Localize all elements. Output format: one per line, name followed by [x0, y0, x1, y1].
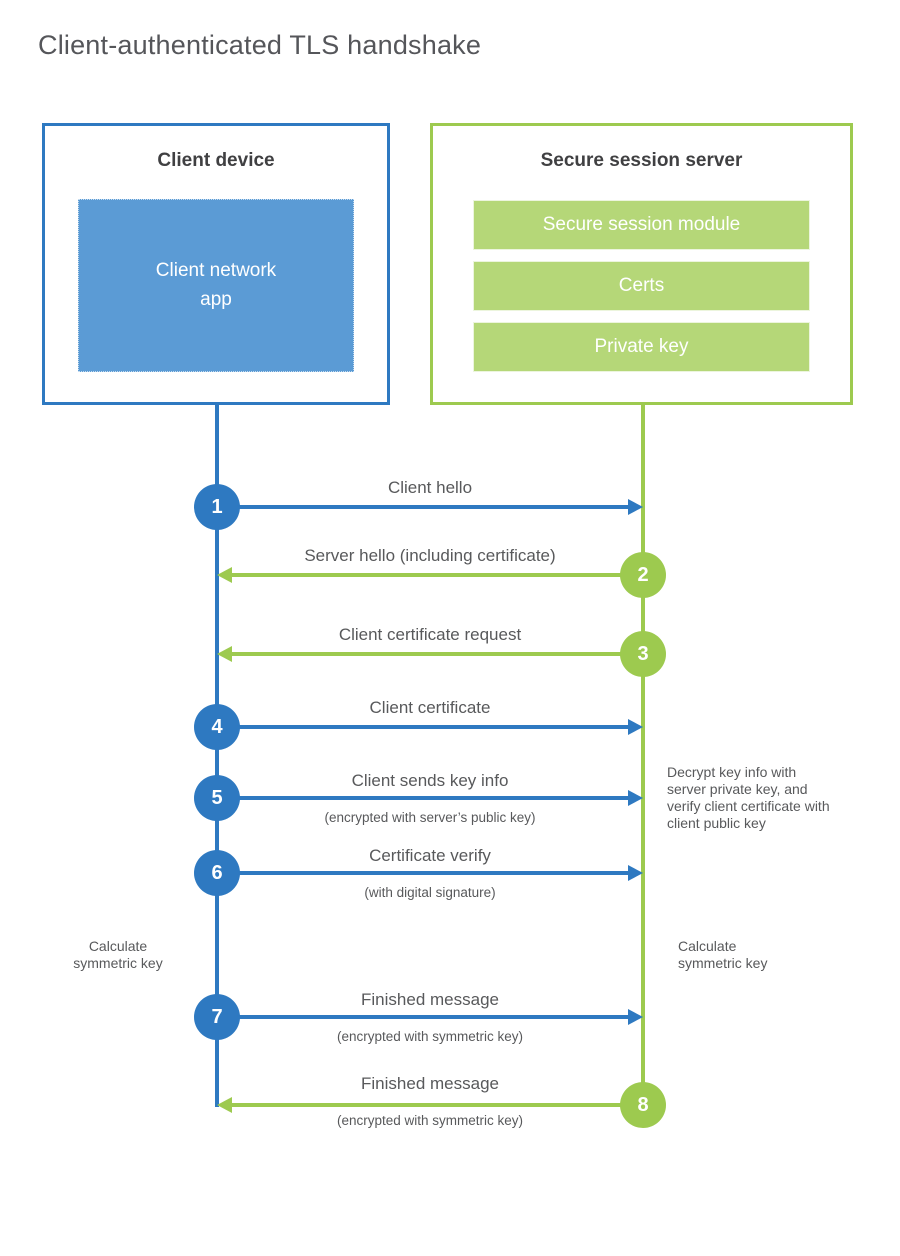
step-6-sublabel: (with digital signature)	[364, 885, 496, 900]
step-4-arrow	[217, 725, 629, 729]
server-module-label: Certs	[618, 275, 665, 296]
step-2-arrow	[230, 573, 643, 577]
step-8-circle: 8	[620, 1082, 666, 1128]
server-lifeline	[641, 403, 645, 1105]
step-7-circle: 7	[194, 994, 240, 1040]
server-module-label: Private key	[594, 336, 689, 357]
server-module-bar-secure-session-module: Secure session module	[473, 200, 810, 250]
client-network-app-label: Client network app	[155, 260, 277, 310]
step-5-arrow	[217, 796, 629, 800]
step-3-arrow	[230, 652, 643, 656]
diagram-title: Client-authenticated TLS handshake	[38, 30, 482, 60]
step-7-arrowhead-icon	[628, 1009, 643, 1025]
step-3-arrowhead-icon	[217, 646, 232, 662]
decrypt-note: Decrypt key info with server private key…	[667, 764, 830, 831]
step-1-arrowhead-icon	[628, 499, 643, 515]
step-6-circle: 6	[194, 850, 240, 896]
secure-session-server-heading: Secure session server	[540, 150, 743, 171]
step-1-circle: 1	[194, 484, 240, 530]
step-1-arrow	[217, 505, 629, 509]
step-8-label: Finished message	[361, 1074, 499, 1093]
client-network-app-box: Client network app	[78, 199, 354, 372]
step-6-arrow	[217, 871, 629, 875]
step-2-circle: 2	[620, 552, 666, 598]
step-7-label: Finished message	[361, 990, 499, 1009]
server-module-label: Secure session module	[542, 214, 741, 235]
step-5-arrowhead-icon	[628, 790, 643, 806]
step-6-label: Certificate verify	[369, 846, 491, 865]
step-4-circle: 4	[194, 704, 240, 750]
server-module-bar-private-key: Private key	[473, 322, 810, 372]
step-8-sublabel: (encrypted with symmetric key)	[336, 1113, 524, 1128]
step-7-arrow	[217, 1015, 629, 1019]
step-1-label: Client hello	[387, 478, 473, 497]
step-4-arrowhead-icon	[628, 719, 643, 735]
step-3-label: Client certificate request	[338, 625, 522, 644]
client-lifeline	[215, 403, 219, 1107]
step-5-label: Client sends key info	[351, 771, 509, 790]
calc-symmetric-key-left-note: Calculate symmetric key	[73, 938, 163, 971]
step-6-arrowhead-icon	[628, 865, 643, 881]
step-7-sublabel: (encrypted with symmetric key)	[336, 1029, 524, 1044]
step-5-sublabel: (encrypted with server’s public key)	[324, 810, 536, 825]
step-3-circle: 3	[620, 631, 666, 677]
step-8-arrow	[230, 1103, 643, 1107]
step-8-arrowhead-icon	[217, 1097, 232, 1113]
step-2-arrowhead-icon	[217, 567, 232, 583]
client-device-heading: Client device	[157, 150, 275, 171]
step-2-label: Server hello (including certificate)	[304, 546, 556, 565]
server-module-bar-certs: Certs	[473, 261, 810, 311]
step-4-label: Client certificate	[369, 698, 491, 717]
calc-symmetric-key-right-note: Calculate symmetric key	[678, 938, 768, 971]
step-5-circle: 5	[194, 775, 240, 821]
